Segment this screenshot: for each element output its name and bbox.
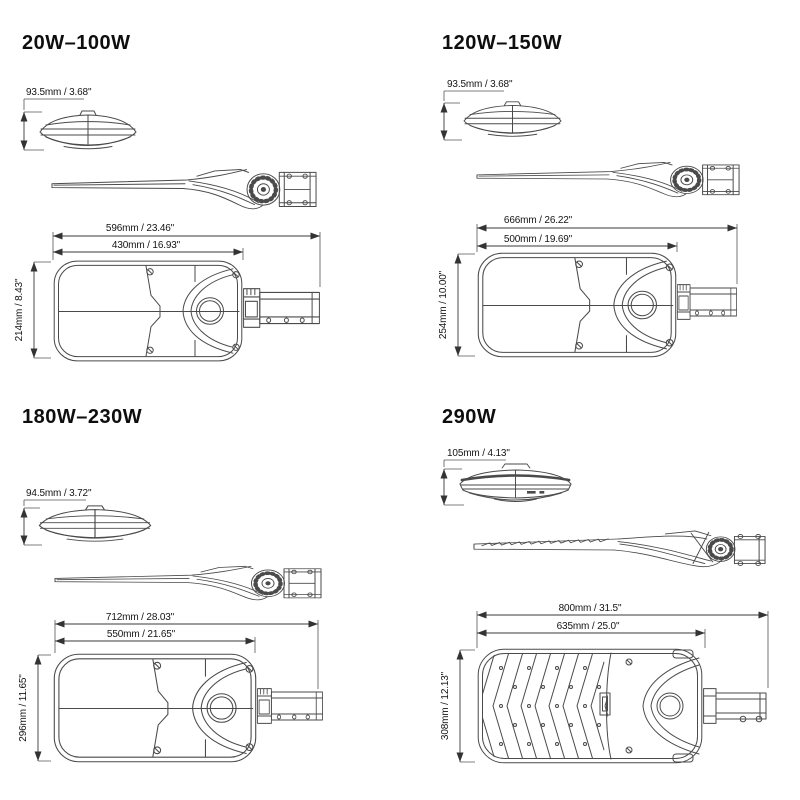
body-width-dimension: 635mm / 25.0" <box>477 621 706 648</box>
extension-ticks <box>38 654 51 762</box>
extension-ticks <box>52 232 321 287</box>
extension-ticks <box>444 102 462 141</box>
lamp-top-view <box>478 649 702 763</box>
leader-line <box>443 459 506 467</box>
dome-height-label: 105mm / 4.13" <box>447 448 510 459</box>
dome-height-dimension: 93.5mm / 3.68" <box>20 87 92 151</box>
dome-height-label: 94.5mm / 3.72" <box>26 488 92 499</box>
overall-width-dimension: 666mm / 26.22" <box>476 215 738 284</box>
lamp-side-view <box>55 566 321 600</box>
extension-ticks <box>54 620 319 689</box>
drawing-120w-150w: 93.5mm / 3.68" 666mm / 26.22" 500mm / 19… <box>438 79 800 358</box>
lamp-top-view-bracket <box>677 284 737 320</box>
panel-180w-230w: 180W–230W 94.5mm / 3.72" 712mm / 28.03" … <box>0 400 400 800</box>
dome-height-dimension: 94.5mm / 3.72" <box>20 488 92 546</box>
body-width-label: 550mm / 21.65" <box>107 629 176 640</box>
lamp-top-view-bracket <box>257 688 323 724</box>
extension-ticks <box>460 649 475 763</box>
dome-height-label: 93.5mm / 3.68" <box>26 87 92 98</box>
body-height-label: 296mm / 11.65" <box>18 674 29 742</box>
body-width-dimension: 500mm / 19.69" <box>477 234 678 252</box>
body-height-dimension: 254mm / 10.00" <box>438 253 475 357</box>
lamp-top-view-bracket <box>243 288 320 328</box>
body-width-dimension: 430mm / 16.93" <box>53 240 244 260</box>
body-width-dimension: 550mm / 21.65" <box>55 629 256 653</box>
body-height-label: 308mm / 12.13" <box>440 671 451 740</box>
lamp-top-view <box>53 260 243 362</box>
dome-height-label: 93.5mm / 3.68" <box>447 79 513 90</box>
lamp-head-front-view <box>463 101 562 137</box>
extension-ticks <box>458 253 475 357</box>
overall-width-dimension: 596mm / 23.46" <box>52 223 321 287</box>
body-height-label: 214mm / 8.43" <box>14 278 25 341</box>
body-height-dimension: 296mm / 11.65" <box>18 654 51 762</box>
body-height-dimension: 308mm / 12.13" <box>440 649 475 763</box>
leader-line <box>23 98 84 110</box>
dome-height-dimension: 105mm / 4.13" <box>440 448 510 506</box>
extension-ticks <box>24 111 44 151</box>
body-width-label: 430mm / 16.93" <box>112 240 181 251</box>
panel-290w: 290W 105mm / 4.13" 800mm / 31.5" 635mm /… <box>400 400 800 800</box>
lamp-top-view <box>53 653 257 763</box>
panel-title: 180W–230W <box>22 406 143 428</box>
panel-title: 20W–100W <box>22 32 131 54</box>
extension-ticks <box>476 224 738 284</box>
drawing-180w-230w: 94.5mm / 3.72" 712mm / 28.03" 550mm / 21… <box>18 488 400 763</box>
body-width-label: 635mm / 25.0" <box>557 621 620 632</box>
panel-title: 290W <box>442 406 497 428</box>
lamp-top-view-bracket <box>703 688 767 724</box>
overall-width-label: 800mm / 31.5" <box>559 603 622 614</box>
lamp-top-view <box>477 252 677 358</box>
overall-width-dimension: 712mm / 28.03" <box>54 612 319 689</box>
lamp-side-view <box>52 170 316 209</box>
lamp-head-front-view <box>458 463 573 503</box>
body-height-dimension: 214mm / 8.43" <box>14 261 51 359</box>
dome-height-dimension: 93.5mm / 3.68" <box>440 79 513 141</box>
body-width-label: 500mm / 19.69" <box>504 234 573 245</box>
lamp-side-view <box>474 531 765 567</box>
extension-ticks <box>24 507 42 546</box>
extension-ticks <box>444 468 464 506</box>
body-height-label: 254mm / 10.00" <box>438 270 449 339</box>
overall-width-label: 712mm / 28.03" <box>106 612 175 623</box>
lamp-head-front-view <box>39 110 137 150</box>
extension-ticks <box>34 261 51 359</box>
lamp-head-front-view <box>38 505 152 542</box>
lamp-side-view <box>477 162 739 196</box>
panel-120w-150w: 120W–150W 93.5mm / 3.68" 666mm / 26.22" … <box>400 0 800 400</box>
drawing-290w: 105mm / 4.13" 800mm / 31.5" 635mm / 25.0… <box>440 448 769 800</box>
overall-width-dimension: 800mm / 31.5" <box>476 603 769 688</box>
overall-width-label: 666mm / 26.22" <box>504 215 573 226</box>
drawing-20w-100w: 93.5mm / 3.68" 596mm / 23.46" 430mm / 16… <box>14 87 321 362</box>
leader-line <box>23 499 86 506</box>
panel-title: 120W–150W <box>442 32 563 54</box>
leader-line <box>443 90 504 101</box>
overall-width-label: 596mm / 23.46" <box>106 223 175 234</box>
panel-20w-100w: 20W–100W 93.5mm / 3.68" 596mm / 23.46" 4… <box>0 0 400 400</box>
